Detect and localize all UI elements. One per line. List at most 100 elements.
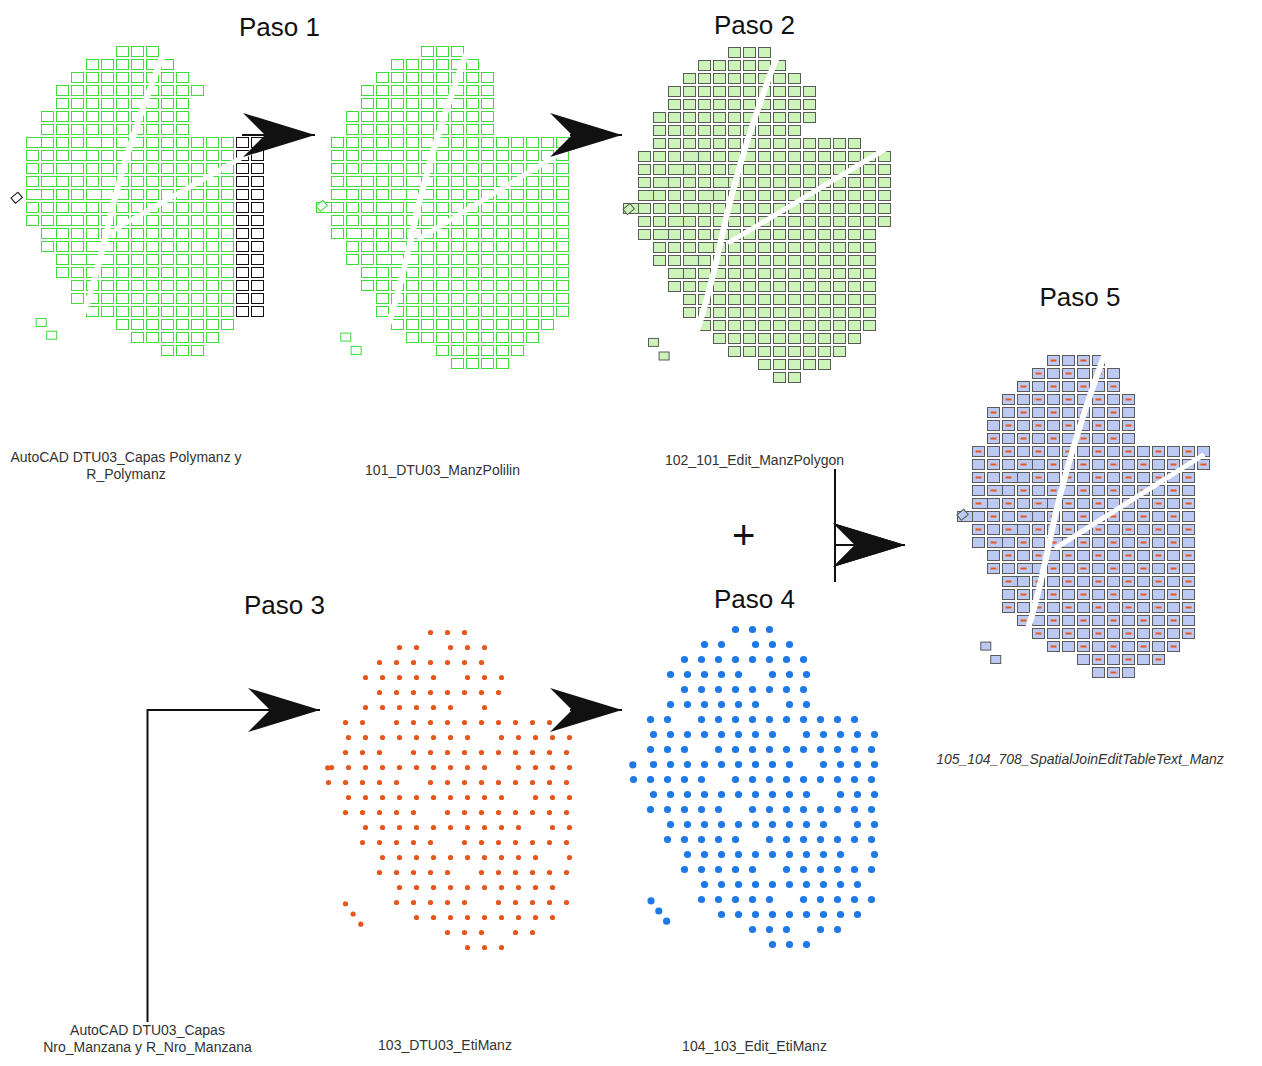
block-outline	[1123, 564, 1135, 574]
block-outline	[347, 216, 359, 226]
label-point	[868, 866, 875, 873]
block-outline	[988, 538, 1015, 548]
block-outline	[744, 347, 756, 357]
block-outline	[1018, 395, 1030, 405]
block-outline	[1153, 577, 1165, 587]
block-outline	[684, 243, 696, 253]
block-label-mark	[1171, 620, 1177, 622]
block-outline	[407, 190, 419, 200]
block-outline	[482, 138, 494, 148]
block-outline	[819, 191, 831, 201]
block-outline	[1138, 525, 1150, 535]
block-outline	[804, 139, 816, 149]
block-outline	[192, 216, 204, 226]
label-point	[462, 810, 467, 815]
label-point	[650, 791, 657, 798]
block-outline	[407, 164, 419, 174]
label-point	[681, 866, 688, 873]
block-outline	[1153, 603, 1165, 613]
label-point	[326, 780, 331, 785]
block-outline	[744, 308, 756, 318]
label-point	[752, 731, 759, 738]
label-point	[701, 821, 708, 828]
block-label-mark	[1171, 568, 1177, 570]
block-label-mark	[1156, 529, 1162, 531]
block-outline	[177, 216, 189, 226]
label-point	[769, 821, 776, 828]
label-point	[783, 926, 790, 933]
block-outline	[1078, 564, 1090, 574]
block-outline	[729, 87, 741, 97]
label-point	[397, 795, 402, 800]
label-point	[701, 761, 708, 768]
block-label-mark	[1081, 516, 1087, 518]
block-outline	[222, 190, 234, 200]
label-point	[732, 716, 739, 723]
block-outline	[789, 217, 801, 227]
block-outline	[407, 320, 419, 330]
block-outline	[452, 320, 464, 330]
block-outline	[482, 346, 494, 356]
label-point	[769, 671, 776, 678]
block-outline	[57, 255, 69, 265]
block-outline	[729, 308, 741, 318]
block-outline	[177, 125, 189, 135]
block-outline	[347, 177, 374, 187]
label-point	[564, 870, 569, 875]
label-point	[479, 780, 484, 785]
block-outline	[422, 268, 434, 278]
block-outline	[377, 255, 404, 265]
block-outline	[132, 190, 144, 200]
block-outline	[1123, 486, 1135, 496]
block-outline	[774, 269, 786, 279]
block-outline	[789, 308, 801, 318]
label-point	[834, 806, 841, 813]
block-outline	[1168, 603, 1180, 613]
block-outline	[57, 242, 69, 252]
label-point	[428, 690, 433, 695]
label-point	[431, 795, 436, 800]
block-outline	[973, 473, 985, 483]
block-outline	[1123, 512, 1135, 522]
block-outline	[117, 281, 129, 291]
label-point	[803, 821, 810, 828]
block-outline	[759, 61, 771, 71]
block-outline	[789, 321, 801, 331]
block-outline	[729, 347, 741, 357]
label-point	[547, 780, 552, 785]
block-outline	[759, 360, 771, 370]
label-point	[817, 836, 824, 843]
block-outline	[147, 268, 159, 278]
block-label-mark	[1186, 555, 1192, 557]
label-point	[414, 885, 419, 890]
label-point	[718, 791, 725, 798]
block-outline	[804, 282, 816, 292]
block-outline	[557, 164, 569, 174]
block-outline	[1018, 525, 1030, 535]
label-point	[377, 750, 382, 755]
label-point	[343, 720, 348, 725]
block-outline	[774, 360, 786, 370]
block-outline	[1123, 421, 1135, 431]
block-outline	[759, 347, 771, 357]
block-outline	[714, 61, 726, 71]
block-label-mark	[1126, 581, 1132, 583]
block-label-mark	[1126, 633, 1132, 635]
block-outline	[452, 164, 464, 174]
block-outline	[1168, 629, 1180, 639]
block-outline	[988, 447, 1000, 457]
label-point	[732, 866, 739, 873]
label-point	[701, 731, 708, 738]
block-outline	[87, 112, 99, 122]
block-outline	[639, 178, 651, 188]
label-point	[803, 941, 810, 948]
block-outline	[774, 152, 786, 162]
block-outline	[482, 255, 494, 265]
block-outline	[467, 216, 479, 226]
block-outline	[27, 138, 54, 148]
block-label-mark	[1171, 490, 1177, 492]
block-label-mark	[991, 542, 997, 544]
layer-caption: 103_DTU03_EtiManz	[320, 1037, 570, 1054]
label-point	[752, 881, 759, 888]
block-label-mark	[1156, 451, 1162, 453]
